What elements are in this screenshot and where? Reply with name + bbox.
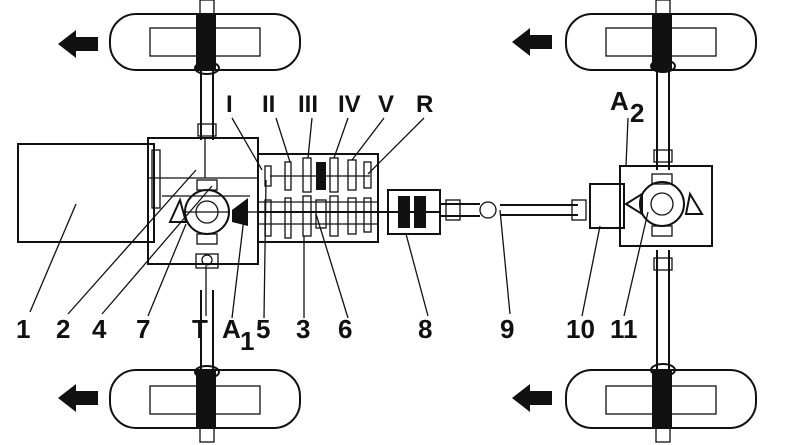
label-front-diff: 7 (136, 314, 150, 344)
label-gear-iv: IV (338, 91, 361, 118)
gear-pair-v (347, 159, 357, 235)
front-axle-shafts (194, 61, 220, 379)
label-a2-letter: A (610, 86, 629, 116)
label-engine: 1 (16, 314, 30, 344)
gear-pair-iii (302, 157, 312, 237)
label-gear-iii: III (298, 91, 318, 118)
label-gear-r: R (416, 91, 433, 118)
wheel-front-right (565, 0, 757, 71)
leader-lines (29, 117, 649, 319)
label-11: 11 (610, 314, 638, 344)
label-6: 6 (338, 314, 352, 344)
label-gear-i: I (226, 91, 233, 118)
gear-pair-r (363, 161, 372, 233)
label-t: T (192, 314, 208, 344)
label-propshaft: 9 (500, 314, 514, 344)
label-a1-letter: A (222, 314, 241, 344)
label-5: 5 (256, 314, 270, 344)
label-gearbox: 3 (296, 314, 310, 344)
wheel-rear-right (565, 369, 757, 443)
label-gear-v: V (378, 91, 394, 118)
wheel-front-left (109, 0, 301, 71)
left-arrow-icon (512, 384, 552, 412)
front-differential (168, 179, 230, 269)
label-coupling: 8 (418, 314, 432, 344)
left-arrow-icon (512, 28, 552, 56)
label-gear-ii: II (262, 91, 275, 118)
label-a1-sub: 1 (240, 326, 254, 356)
gear-pair-ii (284, 161, 292, 239)
front-housing (147, 137, 259, 265)
viscous-coupling (387, 189, 441, 235)
label-a2: A 2 (610, 86, 644, 128)
rear-axle-shafts (650, 59, 676, 377)
callout-labels: 1 2 4 7 T A 1 5 3 6 8 9 10 11 (16, 314, 638, 356)
left-arrow-icon (58, 384, 98, 412)
label-10: 10 (566, 314, 595, 344)
gear-labels: I II III IV V R (226, 91, 433, 118)
wheel-rear-left (109, 369, 301, 443)
left-arrow-icon (58, 30, 98, 58)
label-a2-sub: 2 (630, 98, 644, 128)
rear-final-drive (589, 165, 713, 247)
label-4: 4 (92, 314, 107, 344)
engine (17, 143, 161, 243)
propeller-shaft (440, 199, 587, 221)
label-clutch: 2 (56, 314, 70, 344)
